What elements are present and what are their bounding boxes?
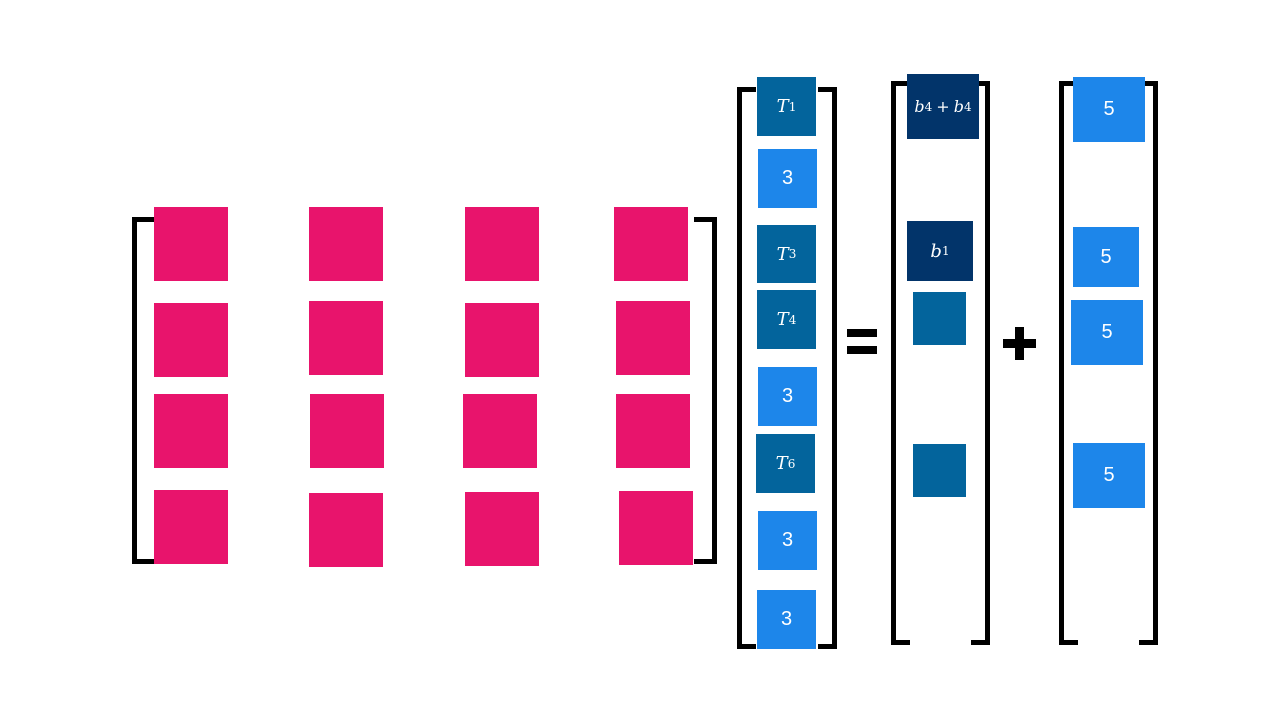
vector-b-left-bracket: [891, 81, 910, 645]
entry-value: 3: [781, 385, 794, 407]
entry-symbol: b: [930, 240, 942, 262]
matrix-a-cell: [465, 207, 539, 281]
vector-b-entry-blank: [913, 444, 966, 497]
plus-sign: [1003, 327, 1036, 360]
equals-bar-top: [847, 329, 877, 337]
matrix-a-cell: [463, 394, 537, 468]
entry-subscript: 1: [788, 99, 797, 114]
entry-subscript: 4: [924, 99, 933, 114]
vector-c-entry: 5: [1073, 227, 1139, 287]
entry-value: 3: [781, 167, 794, 189]
matrix-a-cell: [616, 394, 690, 468]
entry-value: 5: [1101, 321, 1113, 343]
vector-x-entry-number: 3: [758, 367, 817, 426]
matrix-a-left-bracket: [132, 217, 155, 564]
entry-symbol: T: [776, 309, 789, 330]
entry-value: 3: [781, 529, 794, 551]
plus-symbol: +: [936, 97, 950, 116]
matrix-a-right-bracket: [694, 217, 717, 564]
entry-value: 5: [1100, 245, 1112, 268]
vector-c-entry: 5: [1071, 300, 1143, 365]
matrix-a-cell: [310, 394, 384, 468]
entry-symbol: b: [953, 97, 964, 116]
matrix-a-cell: [465, 492, 539, 566]
vector-c-entry: 5: [1073, 443, 1145, 508]
entry-subscript: 4: [963, 99, 972, 114]
vector-c-right-bracket: [1139, 81, 1158, 645]
entry-subscript: 6: [787, 456, 796, 471]
vector-c-left-bracket: [1059, 81, 1078, 645]
matrix-a-cell: [154, 207, 228, 281]
entry-subscript: 4: [788, 312, 797, 327]
matrix-a-cell: [154, 490, 228, 564]
matrix-a-cell: [614, 207, 688, 281]
matrix-a-cell: [616, 301, 690, 375]
entry-symbol: T: [776, 96, 789, 117]
plus-bar-vertical: [1015, 327, 1024, 360]
matrix-a-cell: [465, 303, 539, 377]
matrix-a-cell: [309, 493, 383, 567]
entry-value: 5: [1103, 464, 1115, 486]
matrix-a-cell: [154, 394, 228, 468]
vector-x-entry-number: 3: [757, 590, 816, 649]
vector-x-right-bracket: [818, 87, 837, 649]
entry-subscript: 1: [941, 244, 950, 258]
entry-symbol: T: [775, 453, 788, 474]
entry-value: 3: [780, 608, 793, 630]
vector-b-right-bracket: [971, 81, 990, 645]
entry-symbol: b: [914, 97, 925, 116]
vector-c-entry: 5: [1073, 77, 1145, 142]
vector-b-entry-blank: [913, 292, 966, 345]
entry-subscript: 3: [788, 247, 797, 261]
vector-x-entry-number: 3: [758, 149, 817, 208]
matrix-a-cell: [154, 303, 228, 377]
entry-value: 5: [1103, 98, 1115, 120]
equals-sign: [847, 329, 877, 355]
entry-symbol: T: [776, 243, 789, 265]
vector-x-entry-number: 3: [758, 511, 817, 570]
vector-x-left-bracket: [737, 87, 756, 649]
equals-bar-bottom: [847, 346, 877, 354]
matrix-a-cell: [619, 491, 693, 565]
matrix-a-cell: [309, 301, 383, 375]
matrix-a-cell: [309, 207, 383, 281]
